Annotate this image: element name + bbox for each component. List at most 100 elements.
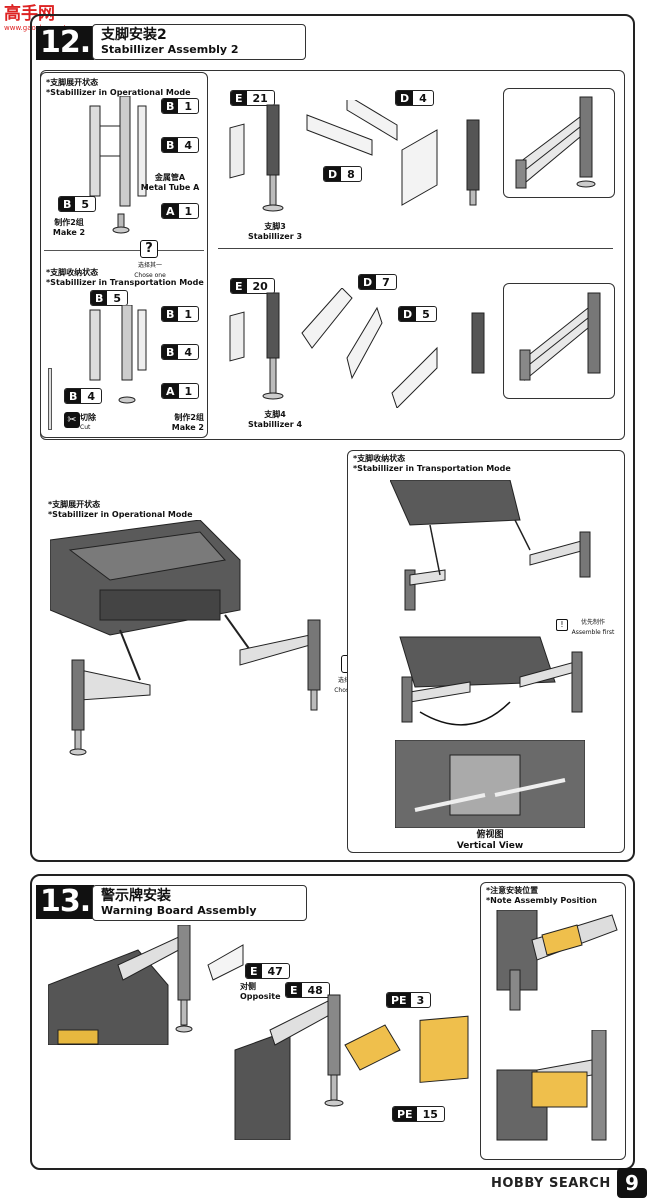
part-letter: E xyxy=(286,983,302,997)
step13-title-en: Warning Board Assembly xyxy=(101,904,257,917)
part-letter: B xyxy=(65,389,82,403)
op-mode-label-2: *支脚展开状态 *Stabillizer in Operational Mode xyxy=(48,500,193,520)
part-num: 5 xyxy=(81,197,90,211)
cut-rod xyxy=(48,368,52,430)
choose-one-icon: ? xyxy=(140,240,158,258)
part-num: 21 xyxy=(252,91,268,105)
note-zh: *注意安装位置 xyxy=(486,886,539,895)
chassis-op-mode xyxy=(50,520,321,756)
trans-mode-en-2: *Stabillizer in Transportation Mode xyxy=(353,464,511,473)
trans-mode-zh: *支脚收纳状态 xyxy=(46,268,99,277)
note-position-view-bottom xyxy=(496,1030,607,1141)
make2-label-op: 制作2组 Make 2 xyxy=(44,218,94,238)
step12-title: 支脚安装2 Stabillizer Assembly 2 xyxy=(92,24,306,60)
part-letter: D xyxy=(396,91,414,105)
step12-frame xyxy=(30,14,635,862)
choose-en: Chose one xyxy=(134,272,166,279)
op-mode-en-2: *Stabillizer in Operational Mode xyxy=(48,510,193,519)
cut-label: 切除 Cut xyxy=(80,413,96,433)
make2-en-t: Make 2 xyxy=(171,423,204,432)
make2-label-trans: 制作2组 Make 2 xyxy=(152,413,204,433)
watermark-logo: 高手网 www.gaoshou.net xyxy=(4,4,74,36)
chassis-trans-mode-exploded xyxy=(390,480,591,611)
stabilizer4-exploded xyxy=(229,288,485,408)
right-divider xyxy=(218,248,613,249)
opposite-zh: 对侧 xyxy=(240,982,256,991)
metal-tube-zh: 金属管A xyxy=(154,173,186,182)
part-num: 1 xyxy=(184,99,193,113)
trans-mode-en: *Stabillizer in Transportation Mode xyxy=(46,278,204,287)
metal-tube-label: 金属管A Metal Tube A xyxy=(140,173,200,193)
watermark-site: 高手网 xyxy=(4,4,55,24)
part-letter: D xyxy=(324,167,342,181)
part-letter: E xyxy=(231,91,247,105)
choose-zh: 选择其一 xyxy=(137,262,162,269)
part-letter: B xyxy=(162,307,179,321)
warning-board-assembly-left xyxy=(48,925,244,1045)
stabilizer4-label: 支脚4 Stabillizer 4 xyxy=(245,410,305,430)
part-letter: B xyxy=(162,99,179,113)
part-letter: B xyxy=(162,138,179,152)
part-letter: D xyxy=(359,275,377,289)
stabilizer3-exploded xyxy=(229,100,480,212)
op-mode-label: *支脚展开状态 *Stabillizer in Operational Mode xyxy=(46,78,191,98)
part-letter: B xyxy=(91,291,108,305)
cut-en: Cut xyxy=(80,424,91,431)
stabilizer-exploded-op xyxy=(89,96,147,234)
part-num: 4 xyxy=(419,91,427,105)
vertical-view-en: Vertical View xyxy=(456,841,524,851)
make2-zh: 制作2组 xyxy=(54,218,84,227)
note-position-view-top xyxy=(496,910,618,1011)
part-num: 1 xyxy=(184,307,193,321)
step12-title-en: Stabillizer Assembly 2 xyxy=(101,43,239,56)
part-num: 8 xyxy=(347,167,355,181)
trans-mode-zh-2: *支脚收纳状态 xyxy=(353,454,406,463)
vertical-view-label: 俯视图 Vertical View xyxy=(455,830,525,852)
part-num: 47 xyxy=(267,964,283,978)
cut-icon: ✂ xyxy=(64,412,80,428)
part-letter: D xyxy=(399,307,417,321)
metal-tube-en: Metal Tube A xyxy=(140,183,200,192)
part-num: 20 xyxy=(252,279,268,293)
step13-title-zh: 警示牌安装 xyxy=(101,888,171,904)
stabilizer3-result xyxy=(515,96,596,189)
stab4-zh: 支脚4 xyxy=(264,410,286,419)
assemble-first-en: Assemble first xyxy=(571,629,615,636)
cut-zh: 切除 xyxy=(80,413,96,422)
step13-frame xyxy=(30,874,635,1170)
op-mode-zh: *支脚展开状态 xyxy=(46,78,99,87)
part-num: 1 xyxy=(184,384,193,398)
left-sub-divider xyxy=(44,250,204,251)
trans-mode-label: *支脚收纳状态 *Stabillizer in Transportation M… xyxy=(46,268,204,288)
chassis-vertical-view xyxy=(395,740,585,828)
part-num: 3 xyxy=(416,993,425,1007)
stabilizer4-result xyxy=(519,292,601,382)
part-num: 5 xyxy=(422,307,430,321)
assemble-first-icon: ! xyxy=(556,619,568,631)
make2-en: Make 2 xyxy=(52,228,86,237)
op-mode-en: *Stabillizer in Operational Mode xyxy=(46,88,191,97)
op-mode-assembly-panel xyxy=(40,450,340,855)
part-letter: B xyxy=(59,197,76,211)
stabilizer3-label: 支脚3 Stabillizer 3 xyxy=(245,222,305,242)
note-assembly-position-label: *注意安装位置 *Note Assembly Position xyxy=(486,886,597,906)
opposite-label: 对侧 Opposite xyxy=(240,982,281,1002)
hobby-search-logo: HOBBY SEARCH xyxy=(491,1176,611,1191)
trans-mode-label-2: *支脚收纳状态 *Stabillizer in Transportation M… xyxy=(353,454,511,474)
make2-zh-t: 制作2组 xyxy=(174,413,204,422)
part-letter: A xyxy=(162,384,179,398)
part-num: 4 xyxy=(87,389,96,403)
part-num: 1 xyxy=(184,204,193,218)
part-num: 7 xyxy=(382,275,390,289)
